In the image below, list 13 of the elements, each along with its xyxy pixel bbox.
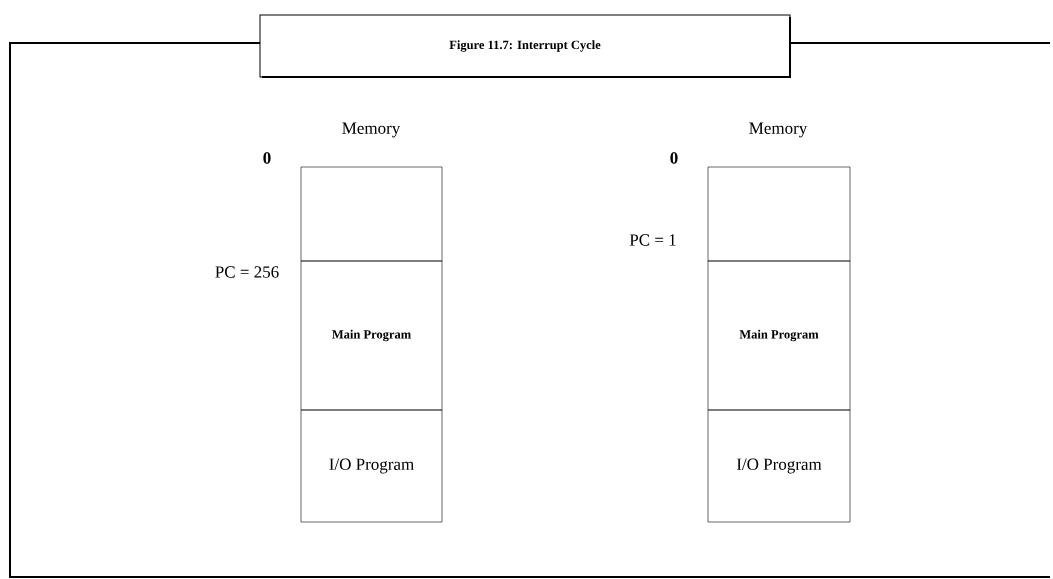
memory-segment: Main Program (300, 260, 443, 411)
memory-segment: Main Program (707, 260, 851, 411)
memory-segment (707, 166, 851, 262)
title-box: Figure 11.7: Interrupt Cycle (259, 14, 791, 78)
memory-segment: I/O Program (300, 409, 443, 523)
memory-segment: I/O Program (707, 409, 851, 523)
memory-label: Memory (749, 122, 808, 138)
address-label: 0 (670, 152, 678, 164)
pc-label: PC = 256 (215, 266, 279, 278)
memory-label: Memory (342, 122, 401, 138)
memory-segment (300, 166, 443, 262)
address-label: 0 (263, 152, 271, 164)
pc-label: PC = 1 (629, 234, 676, 246)
